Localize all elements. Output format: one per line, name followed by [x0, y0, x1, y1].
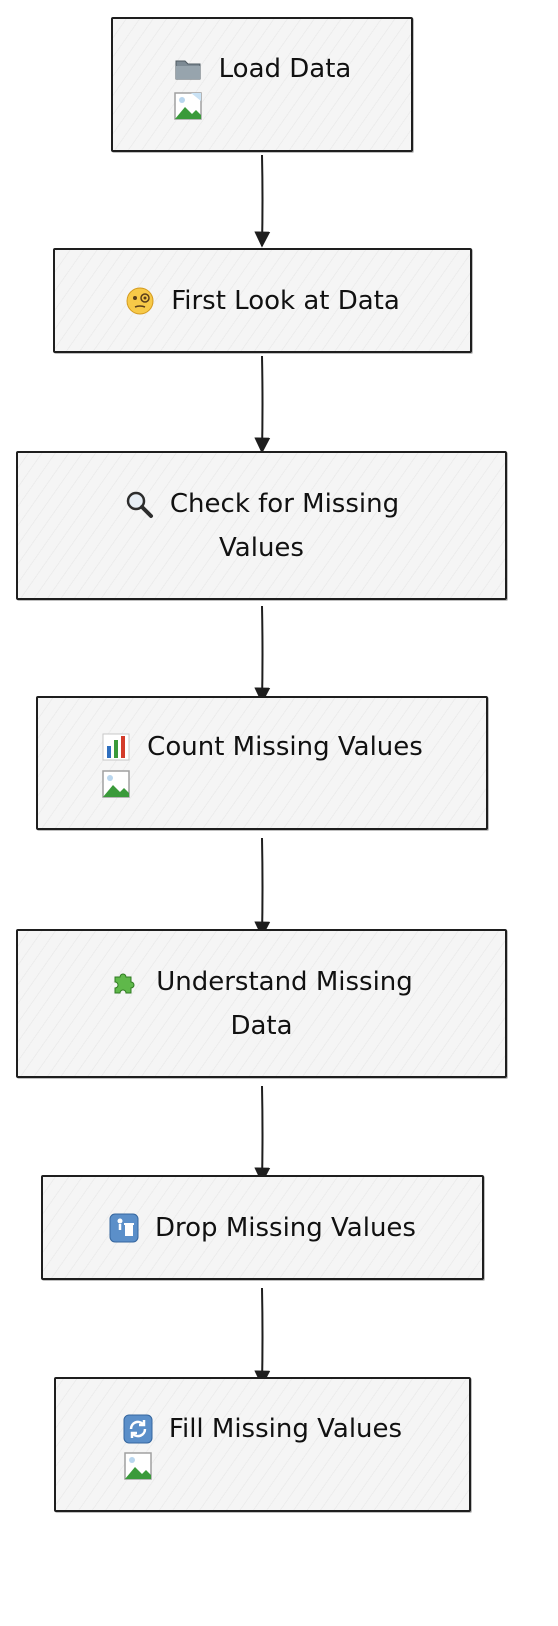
node-load-data[interactable]: Load Data [111, 17, 413, 152]
node-label-line2: Values [219, 532, 304, 563]
arrow-understand-to-drop [254, 1085, 271, 1184]
node-label: Count Missing Values [147, 732, 423, 762]
node-label-line1: Understand Missing [156, 966, 413, 997]
magnifier-icon [124, 489, 154, 519]
node-label: Drop Missing Values [155, 1212, 416, 1243]
broken-image-icon [173, 91, 203, 123]
node-count-missing[interactable]: Count Missing Values [36, 696, 488, 830]
node-label: Load Data [218, 53, 352, 84]
trash-icon [109, 1213, 139, 1243]
node-understand-missing[interactable]: Understand Missing Data [16, 929, 507, 1078]
arrow-check-to-count [254, 605, 271, 704]
node-label: First Look at Data [171, 285, 400, 316]
arrow-load-to-firstlook [254, 154, 271, 248]
node-first-look[interactable]: First Look at Data [53, 248, 472, 353]
node-label: Fill Missing Values [168, 1413, 403, 1444]
arrow-count-to-understand [254, 837, 271, 938]
bar-chart-icon [101, 732, 131, 762]
arrow-firstlook-to-check [254, 355, 271, 454]
puzzle-icon [110, 967, 140, 997]
node-label-line2: Data [230, 1010, 293, 1041]
arrow-drop-to-fill [254, 1287, 271, 1387]
broken-image-icon [101, 769, 131, 801]
folder-icon [173, 54, 203, 84]
node-label-line1: Check for Missing [169, 488, 400, 519]
node-fill-missing[interactable]: Fill Missing Values [54, 1377, 471, 1512]
node-drop-missing[interactable]: Drop Missing Values [41, 1175, 484, 1280]
broken-image-icon [123, 1451, 153, 1483]
node-check-missing[interactable]: Check for Missing Values [16, 451, 507, 600]
monocle-face-icon [125, 286, 155, 316]
refresh-icon [123, 1414, 153, 1444]
